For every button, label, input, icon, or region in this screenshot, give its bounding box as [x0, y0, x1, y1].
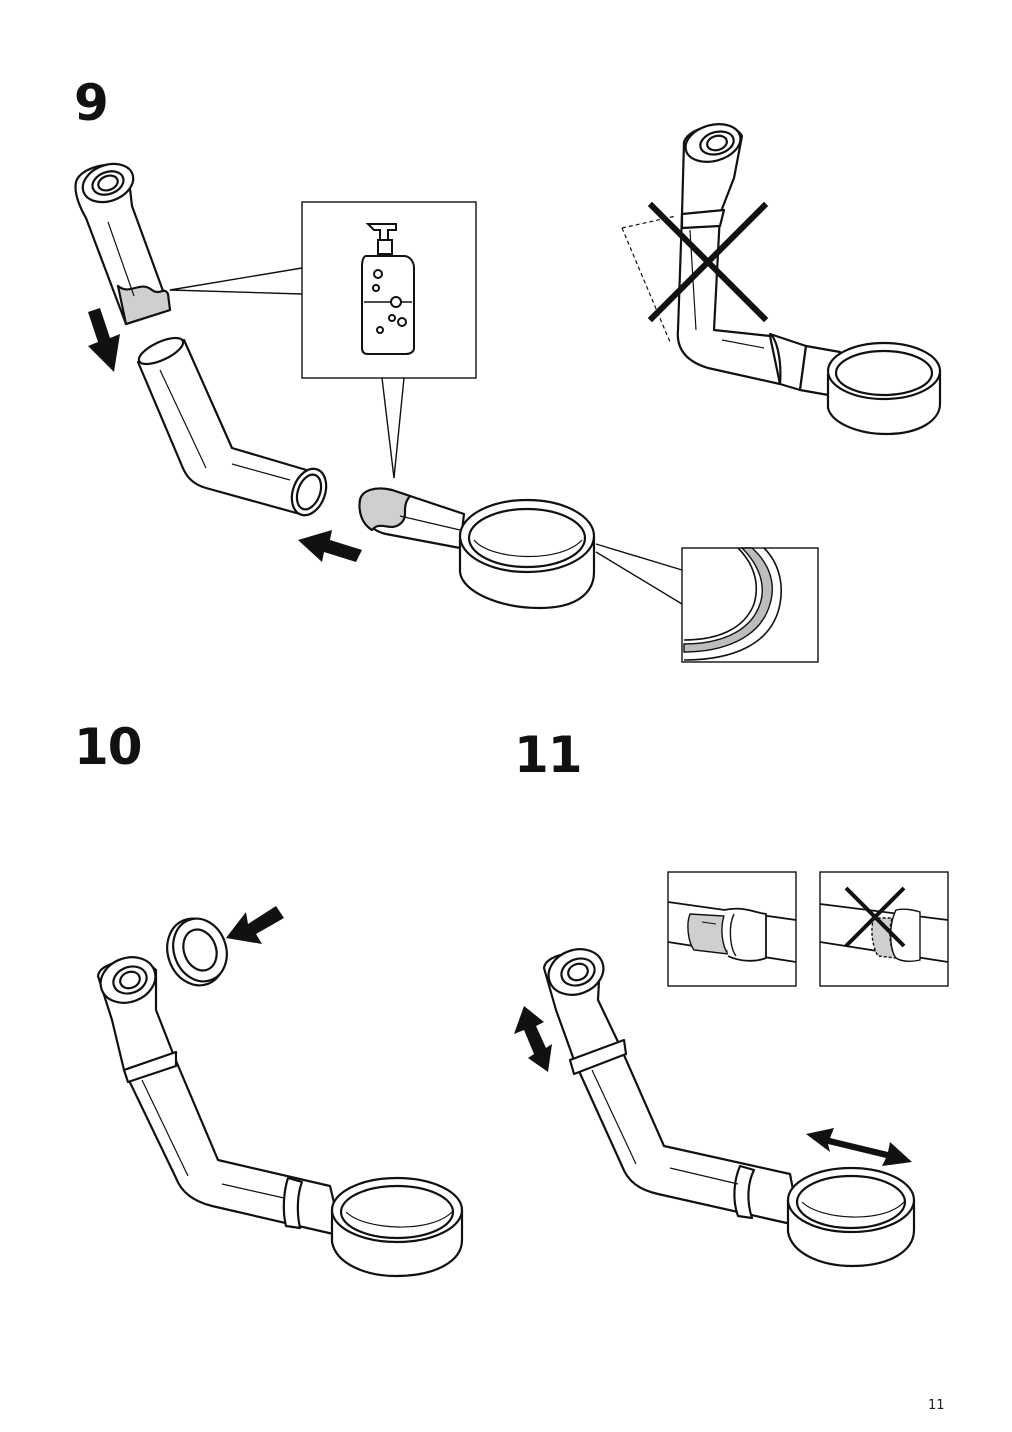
- incorrect-assembly: [676, 123, 942, 436]
- washer-ring: [166, 917, 228, 987]
- arrow-left-icon: [298, 530, 362, 562]
- cross-icon: [647, 201, 769, 323]
- soap-bottle-icon: [361, 223, 415, 355]
- pipe-assembly-step10: [96, 956, 464, 1278]
- double-arrow-vertical-icon: [514, 1006, 552, 1072]
- pipe-bend-middle: [136, 336, 328, 517]
- step-number-11: 11: [514, 726, 583, 784]
- dashed-outline: [621, 215, 677, 343]
- double-arrow-horizontal-icon: [806, 1128, 912, 1166]
- arrow-left-icon: [226, 906, 284, 944]
- pipe-assembly-step11: [542, 948, 916, 1268]
- detail-box-correct: [667, 871, 797, 987]
- step-number-9: 9: [74, 74, 109, 132]
- detail-box-incorrect: [819, 871, 949, 987]
- drain-assembly: [358, 487, 596, 610]
- page-number: 11: [928, 1398, 945, 1413]
- detail-callout: [595, 543, 819, 663]
- step-number-10: 10: [74, 718, 143, 776]
- pipe-elbow-upper: [74, 162, 172, 326]
- arrow-down-icon: [88, 308, 120, 372]
